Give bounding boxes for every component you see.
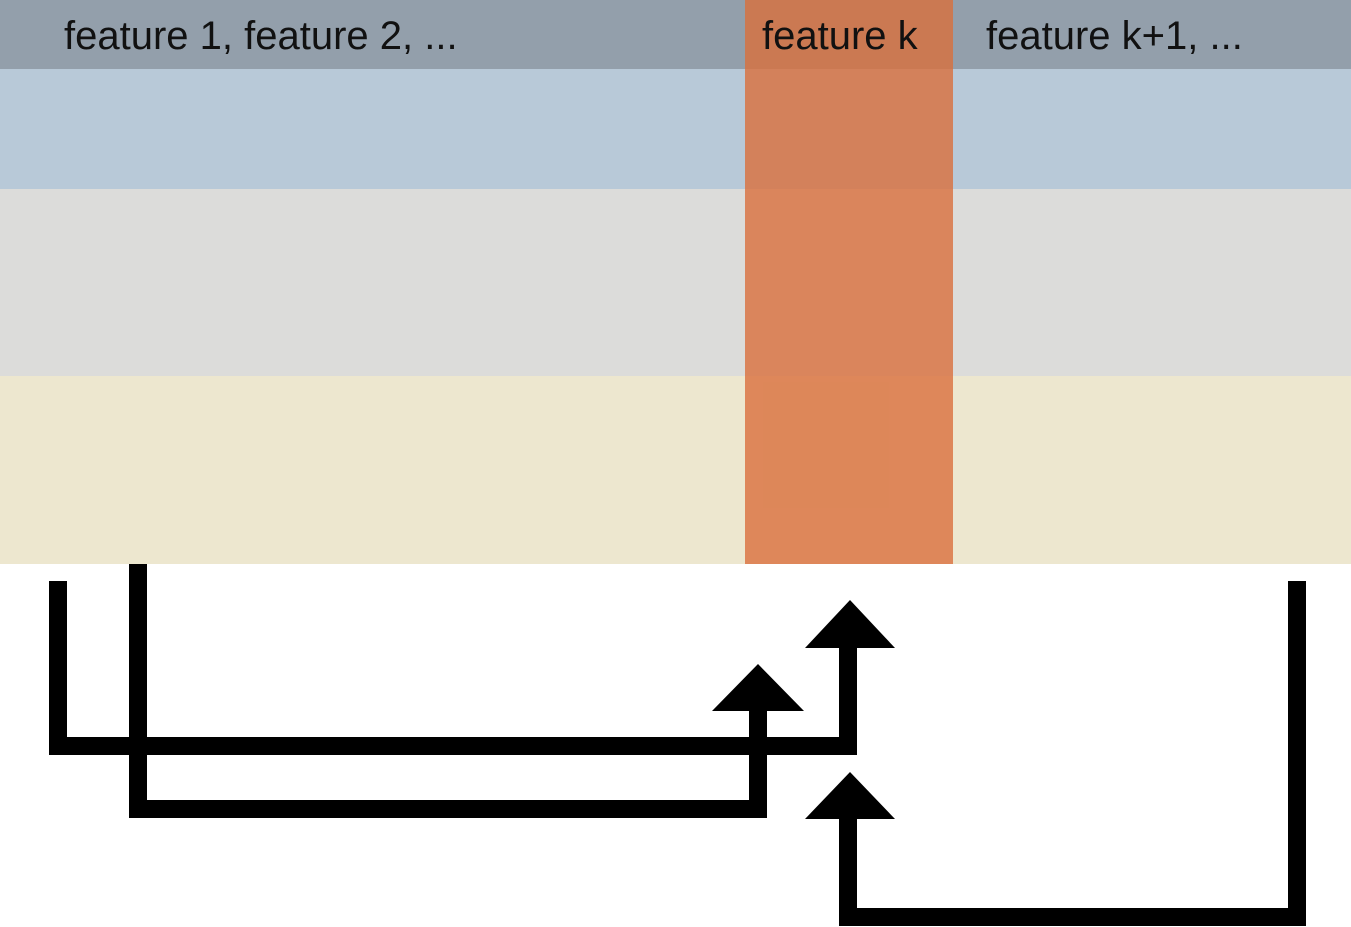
table-row-2: [0, 189, 1351, 376]
header-label-right: feature k+1, ...: [986, 14, 1243, 58]
header-row: [0, 0, 1351, 69]
arrow-up-head-icon: [712, 664, 804, 711]
header-label-left: feature 1, feature 2, ...: [64, 14, 458, 58]
table-row-3: [0, 376, 1351, 564]
arrow-from-right-line: [839, 581, 1306, 926]
arrow-from-left-inner-line: [129, 564, 767, 818]
arrow-up-head-icon: [805, 600, 895, 648]
arrow-up-head-icon: [805, 772, 895, 819]
arrows-group: [49, 564, 1306, 926]
feature-k-column: [745, 0, 953, 564]
arrow-from-left-outer-line: [49, 581, 857, 755]
header-label-feature-k: feature k: [762, 14, 919, 58]
table-row-1: [0, 69, 1351, 189]
